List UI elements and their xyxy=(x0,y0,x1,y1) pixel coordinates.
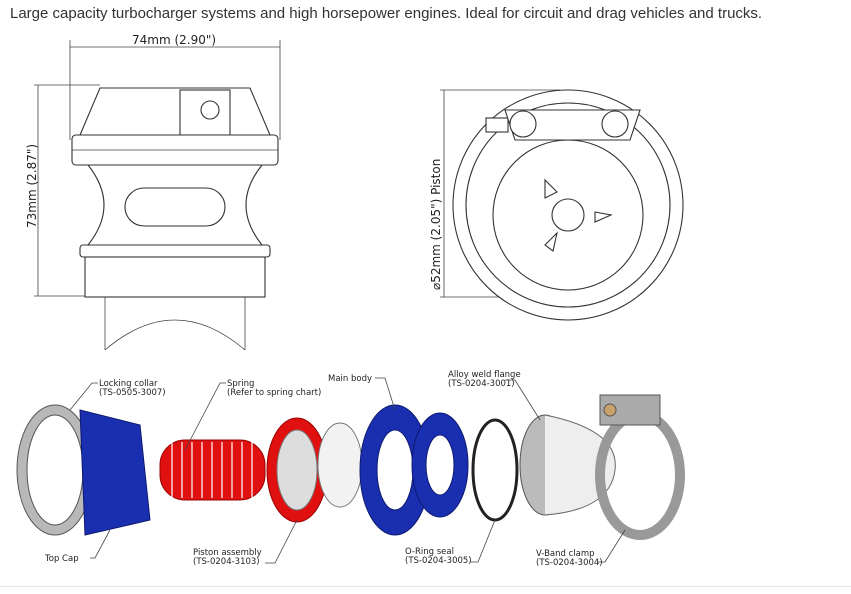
main-body-label: Main body xyxy=(328,374,372,384)
alloy-weld-flange-label: Alloy weld flange xyxy=(448,370,521,380)
locking-collar-label: Locking collar xyxy=(99,379,158,389)
spring-label: Spring xyxy=(227,379,254,389)
piston-assembly-label: Piston assembly xyxy=(193,548,262,558)
height-dimension: 73mm (2.87") xyxy=(25,144,39,228)
piston-assembly-code: (TS-0204-3103) xyxy=(193,557,260,567)
divider xyxy=(0,586,851,587)
top-cap-label: Top Cap xyxy=(44,554,79,564)
exploded-view xyxy=(16,394,685,540)
o-ring-seal-code: (TS-0204-3005) xyxy=(405,556,472,566)
top-view-drawing: ⌀52mm (2.05") Piston xyxy=(429,89,684,321)
product-description: Large capacity turbocharger systems and … xyxy=(10,5,763,22)
o-ring-seal-label: O-Ring seal xyxy=(405,547,454,557)
leader-lines xyxy=(69,377,626,564)
width-dimension: 74mm (2.90") xyxy=(132,33,216,47)
v-band-clamp-code: (TS-0204-3004) xyxy=(536,558,603,568)
spring-code: (Refer to spring chart) xyxy=(227,388,321,398)
v-band-clamp-label: V-Band clamp xyxy=(536,549,595,559)
side-view-drawing: 74mm (2.90") 73mm (2.87") xyxy=(25,33,281,351)
piston-dimension: ⌀52mm (2.05") Piston xyxy=(429,159,443,290)
locking-collar-code: (TS-0505-3007) xyxy=(99,388,166,398)
alloy-weld-flange-code: (TS-0204-3001) xyxy=(448,379,515,389)
